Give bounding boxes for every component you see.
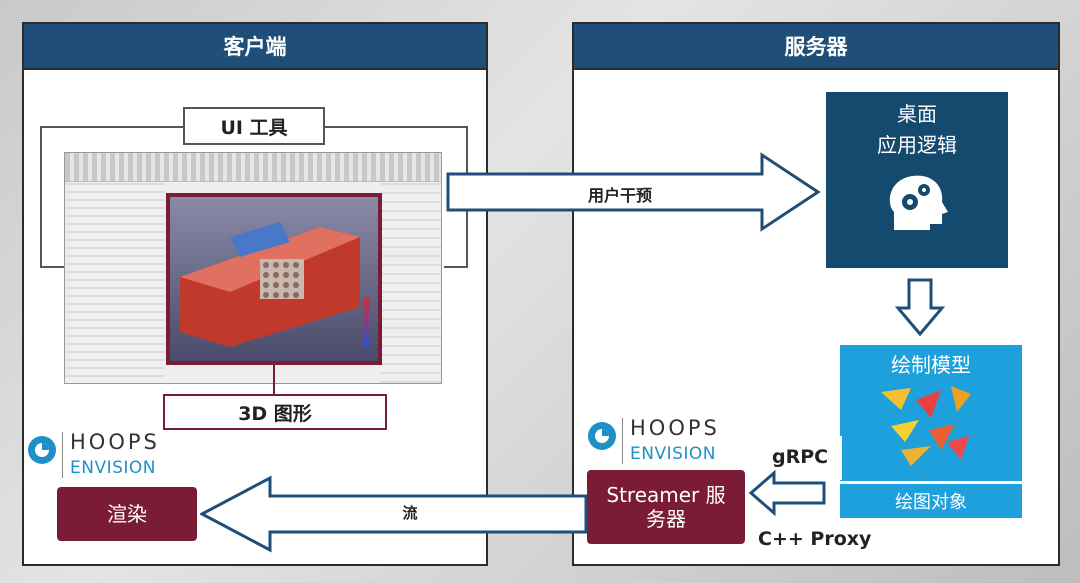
server-title: 服务器 [574, 24, 1058, 70]
hoops-logo-icon [28, 436, 56, 464]
draw-model-box: 绘制模型 [840, 345, 1022, 481]
mesh-triangles-icon [881, 386, 971, 466]
hoops-name: HOOPS [70, 430, 160, 454]
user-intervention-arrow [446, 152, 821, 232]
draw-objects-bar: 绘图对象 [840, 484, 1022, 518]
graphics-connector [273, 365, 275, 395]
streamer-line1: Streamer 服 [606, 483, 726, 507]
streamer-line2: 务器 [646, 507, 686, 531]
desktop-line2: 应用逻辑 [877, 133, 957, 157]
grpc-arrow [748, 470, 826, 516]
hoops-sub: ENVISION [630, 444, 717, 464]
streamer-box: Streamer 服 务器 [587, 470, 745, 544]
render-box: 渲染 [57, 487, 197, 541]
3d-model-icon [180, 222, 369, 347]
ui-tools-bracket-bottom-left [40, 266, 64, 268]
cpp-proxy-label: C++ Proxy [758, 528, 872, 550]
app-toolbar [65, 153, 441, 182]
draw-model-label: 绘制模型 [891, 353, 971, 377]
down-arrow [895, 278, 945, 337]
client-title: 客户端 [24, 24, 486, 70]
desktop-line1: 桌面 [897, 102, 937, 126]
ui-tools-bracket-bottom-right [444, 266, 468, 268]
graphics-label: 3D 图形 [163, 394, 387, 430]
desktop-logic-box: 桌面 应用逻辑 [826, 92, 1008, 268]
client-hoops-logo: HOOPS ENVISION [26, 430, 176, 482]
hoops-logo-icon [588, 422, 616, 450]
hoops-divider [62, 432, 63, 478]
draw-model-notch [828, 436, 842, 480]
grpc-label: gRPC [772, 446, 829, 468]
stream-label: 流 [402, 504, 418, 522]
stream-arrow [200, 475, 588, 553]
hoops-sub: ENVISION [70, 458, 157, 478]
hoops-name: HOOPS [630, 416, 720, 440]
head-gears-icon [889, 175, 948, 230]
app-right-pane [381, 183, 441, 383]
hoops-divider [622, 418, 623, 464]
ui-tools-label: UI 工具 [183, 107, 325, 145]
app-left-pane [65, 183, 165, 383]
3d-viewport [166, 193, 382, 365]
user-intervention-label: 用户干预 [587, 186, 652, 205]
server-hoops-logo: HOOPS ENVISION [586, 416, 736, 468]
